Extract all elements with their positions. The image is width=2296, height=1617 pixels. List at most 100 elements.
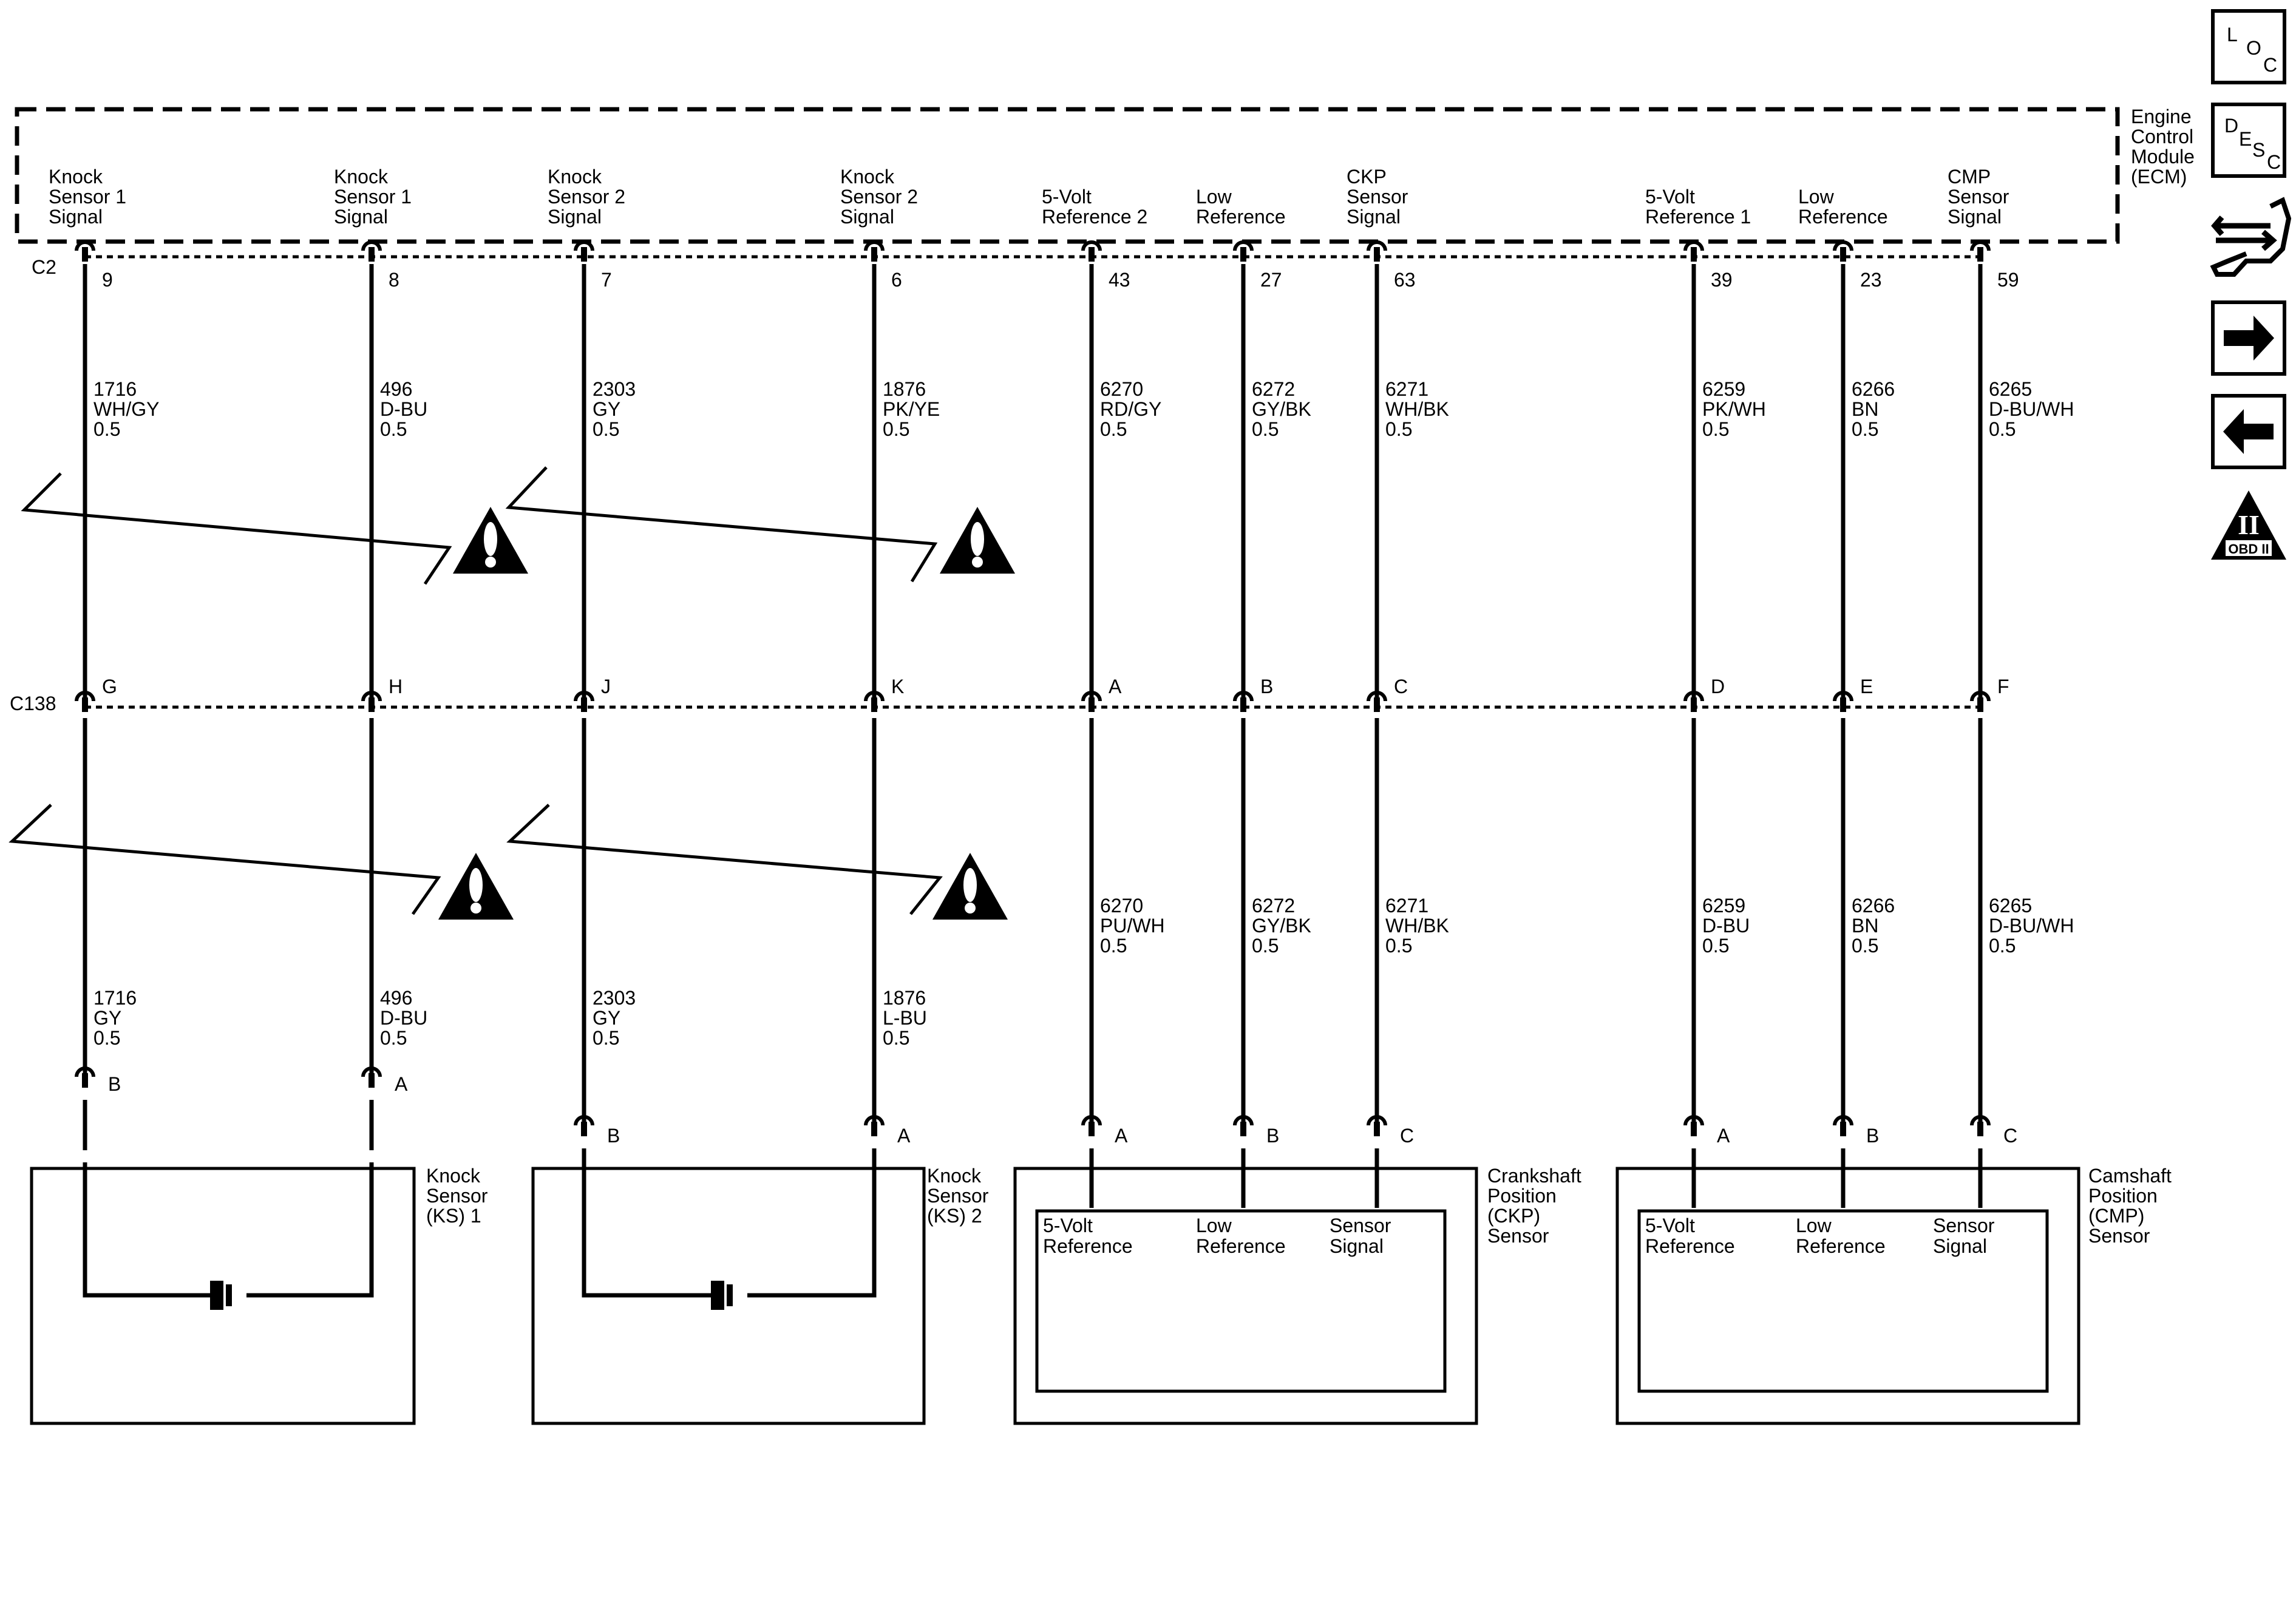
wire-info-label: GY/BK — [1252, 915, 1311, 937]
previous-page-button[interactable] — [2211, 394, 2286, 469]
component-pin-letter: A — [897, 1125, 911, 1147]
wire-info-label: GY/BK — [1252, 398, 1311, 420]
internal-wire — [582, 1162, 877, 1298]
desc-letter: D — [2224, 115, 2238, 137]
c138-pin — [75, 691, 95, 712]
desc-letter: E — [2239, 128, 2252, 150]
c2-pin-number: 9 — [102, 269, 113, 291]
ecm-pin-label: Signal — [548, 206, 602, 228]
component-pin-letter: A — [1717, 1125, 1730, 1147]
wire-info-label: 0.5 — [1702, 418, 1729, 440]
pin-cup — [1833, 240, 1853, 251]
obd-label: OBD II — [2228, 541, 2269, 557]
wire-info-label: 0.5 — [1989, 935, 2016, 957]
wire-info-label: 6265 — [1989, 378, 2032, 400]
twisted-pair-marker — [505, 466, 938, 583]
component-pin — [75, 1066, 95, 1088]
loc-button[interactable]: LOC — [2211, 9, 2286, 84]
twisted-pair-warning — [940, 507, 1015, 574]
pin-cup — [1233, 240, 1254, 251]
button-frame — [2211, 103, 2286, 178]
wire-info-label: 0.5 — [883, 418, 909, 440]
pin-cup — [1367, 240, 1387, 251]
internal-wire — [83, 1162, 374, 1298]
pin-stub — [1089, 697, 1095, 712]
pin-cup — [1081, 1115, 1102, 1126]
wire-info-label: 0.5 — [93, 418, 120, 440]
component-inner — [1637, 1209, 2049, 1393]
c2-pin-number: 23 — [1860, 269, 1882, 291]
component-name-label: (CMP) — [2088, 1205, 2144, 1227]
ecm-pin-label: Reference 1 — [1645, 206, 1751, 228]
wire-info-label: 6272 — [1252, 895, 1295, 917]
wire-info-label: 496 — [380, 378, 412, 400]
ecm-pin-label: Sensor — [1948, 186, 2009, 208]
component-pin-letter: B — [1866, 1125, 1879, 1147]
next-page-button[interactable] — [2211, 300, 2286, 376]
wire-info-label: 0.5 — [1252, 935, 1279, 957]
wire-info-label: 6266 — [1852, 378, 1895, 400]
wire-info-label: D-BU — [380, 398, 427, 420]
wire-info-label: PU/WH — [1100, 915, 1165, 937]
ecm-pin-label: Knock — [548, 166, 602, 188]
pin-stub — [82, 1073, 88, 1088]
c138-pin — [1081, 691, 1102, 712]
pin-cup — [1367, 1115, 1387, 1126]
component-pin-letter: B — [1266, 1125, 1279, 1147]
ecm-name-label: Engine — [2131, 106, 2192, 127]
component-pin — [1970, 1115, 1991, 1136]
loc-letter: O — [2246, 37, 2261, 59]
c138-pin-letter: J — [601, 676, 611, 697]
ecm-name-label: Module — [2131, 146, 2195, 168]
wire-info-label: 6265 — [1989, 895, 2032, 917]
warning-notes — [8, 466, 1015, 920]
wire-info-label: WH/BK — [1385, 398, 1449, 420]
loc-letter: L — [2227, 24, 2238, 46]
crankshaft-position-sensor: 5-VoltReferenceLowReferenceSensorSignalC… — [1013, 1165, 1581, 1425]
c2-pin — [1970, 240, 1991, 262]
c138-pin — [1833, 691, 1853, 712]
component-pin-letter: A — [1115, 1125, 1128, 1147]
component-name-label: Sensor — [1487, 1225, 1549, 1247]
exclamation-bar — [469, 868, 483, 902]
twisted-pair-warning — [932, 853, 1008, 920]
ecm-pin-label: Knock — [334, 166, 389, 188]
component-pin — [574, 1115, 594, 1136]
wire-info-label: 2303 — [593, 378, 636, 400]
wire-info-label: 6259 — [1702, 895, 1745, 917]
wire-info-label: 0.5 — [1852, 935, 1878, 957]
c138-pin-letter: C — [1394, 676, 1408, 697]
pin-stub — [1977, 697, 1983, 712]
wire-info-label: 0.5 — [593, 1027, 619, 1049]
component-name-label: Knock — [426, 1165, 481, 1187]
wire-info-label: 0.5 — [1852, 418, 1878, 440]
wire-circuits: 9GB1716WH/GY0.51716GY0.58HA496D-BU0.5496… — [75, 240, 2074, 1208]
component-pin-letter: B — [607, 1125, 620, 1147]
component-outline — [30, 1167, 416, 1425]
c2-pin — [75, 240, 95, 262]
exclamation-dot — [965, 903, 976, 914]
component-pin-label: Reference — [1645, 1235, 1735, 1257]
pin-stub — [369, 697, 375, 712]
wire-info-label: 0.5 — [1252, 418, 1279, 440]
pin-stub — [1240, 247, 1246, 262]
wire-info-label: 2303 — [593, 987, 636, 1009]
wire-info-label: 0.5 — [883, 1027, 909, 1049]
c2-pin-number: 39 — [1711, 269, 1733, 291]
pin-stub — [1840, 247, 1846, 262]
wire-info-label: 0.5 — [1385, 935, 1412, 957]
ecm-name-label: (ECM) — [2131, 166, 2187, 188]
wire-info-label: 6259 — [1702, 378, 1745, 400]
wire-info-label: 0.5 — [1385, 418, 1412, 440]
c2-pin-number: 43 — [1109, 269, 1130, 291]
connector-tool-icon[interactable] — [2210, 197, 2292, 277]
exclamation-dot — [485, 557, 496, 568]
wire-info-label: 0.5 — [380, 418, 407, 440]
ecm-pin-label: CKP — [1347, 166, 1387, 188]
c138-pin-letter: B — [1260, 676, 1273, 697]
component-pin — [361, 1066, 382, 1088]
